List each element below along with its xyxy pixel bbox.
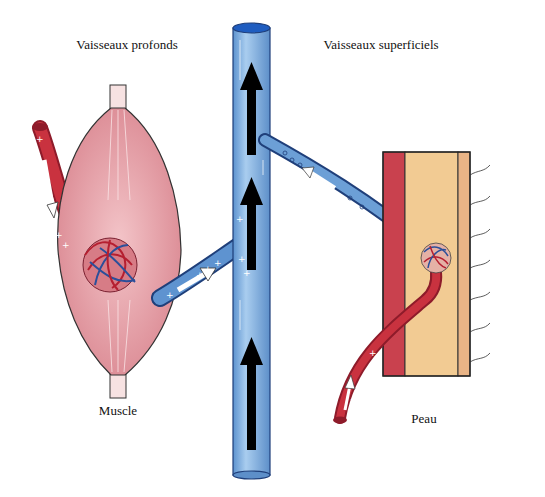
svg-text:+: + [238, 254, 246, 264]
organ-label: Muscle [99, 403, 137, 419]
svg-text:+: + [214, 258, 222, 268]
svg-text:+: + [196, 270, 204, 280]
svg-text:+: + [204, 264, 212, 274]
region-heading: Vaisseaux profonds [76, 37, 177, 53]
svg-text:+: + [55, 230, 63, 240]
svg-text:+: + [36, 134, 44, 144]
svg-text:+: + [243, 268, 251, 278]
svg-text:+: + [166, 290, 174, 300]
svg-text:+: + [369, 348, 377, 358]
organ-label: Peau [411, 411, 436, 427]
svg-text:+: + [350, 394, 358, 404]
svg-text:+: + [236, 214, 244, 224]
svg-text:+: + [62, 240, 70, 250]
region-heading: Vaisseaux superficiels [323, 37, 438, 53]
